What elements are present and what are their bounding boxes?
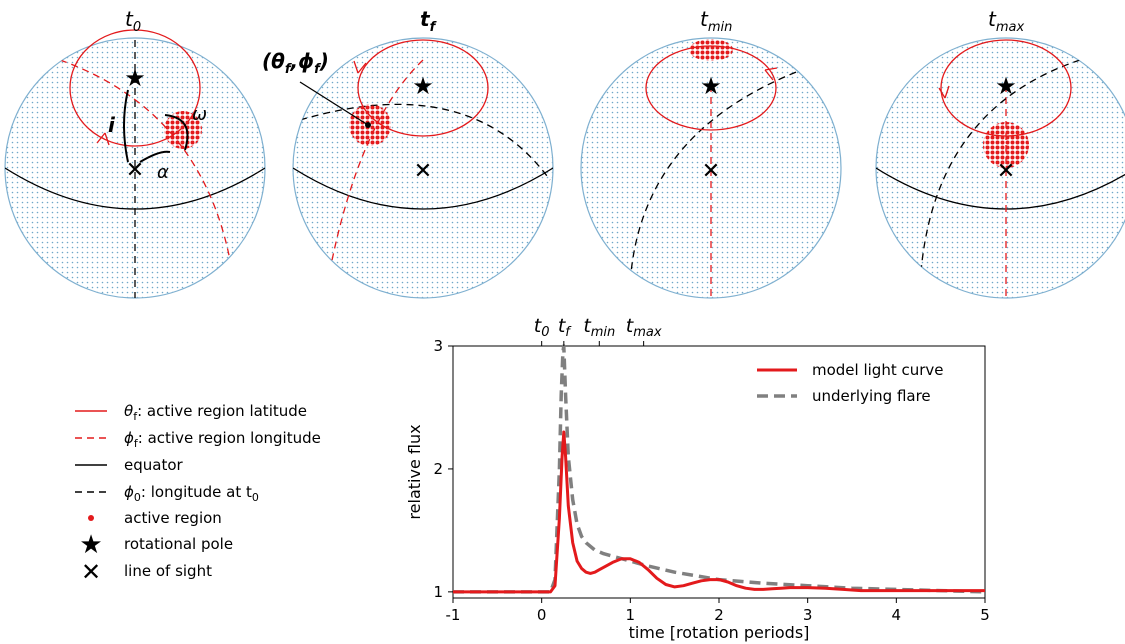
svg-text:✕: ✕: [81, 558, 101, 586]
svg-text:active region: active region: [124, 509, 222, 527]
legend-item-pole: ★ rotational pole: [79, 530, 233, 560]
top-tick-label: tmax: [626, 315, 662, 340]
alpha-label: α: [157, 162, 169, 183]
pole-star: ★: [995, 72, 1017, 100]
top-tick-label: tmin: [583, 315, 615, 340]
y-tick-label: 2: [433, 460, 443, 478]
series-line-0: [453, 430, 985, 594]
x-ticks: -1 0 1 2 3 4 5: [446, 598, 990, 624]
series-line-1: [453, 344, 986, 594]
svg-text:ϕ0: longitude at t0: ϕ0: longitude at t0: [124, 483, 259, 504]
x-tick-label: 1: [626, 606, 636, 624]
x-axis-label: time [rotation periods]: [629, 623, 810, 642]
plot-frame: [452, 345, 986, 599]
line-of-sight-cross: ✕: [702, 159, 720, 184]
sphere-tmax: ★ ✕ tmax: [875, 7, 1125, 299]
x-tick-label: 4: [892, 606, 902, 624]
chart-legend-label-0: model light curve: [812, 361, 944, 379]
legend-item-longitude-t0: ϕ0: longitude at t0: [75, 483, 259, 504]
line-of-sight-cross: ✕: [126, 158, 144, 183]
pole-star: ★: [700, 72, 722, 100]
legend-item-active-region: active region: [88, 509, 222, 527]
chart-legend: model light curve underlying flare: [757, 361, 944, 405]
svg-text:line of sight: line of sight: [124, 562, 212, 580]
legend-item-line-of-sight: ✕ line of sight: [81, 558, 212, 586]
inclination-label: i: [108, 113, 116, 137]
x-tick-label: 3: [803, 606, 813, 624]
legend-item-latitude: θf: active region latitude: [75, 402, 307, 423]
sphere-t0: i ω α ★ ✕ t0: [4, 7, 266, 299]
svg-text:★: ★: [79, 530, 102, 560]
sphere-title-t0: t0: [125, 7, 141, 35]
svg-text:ϕf: active region longitude: ϕf: active region longitude: [124, 429, 321, 450]
sphere-title-tmin: tmin: [700, 7, 732, 35]
top-tick-label: t0: [534, 315, 550, 340]
series-layer: [453, 344, 986, 594]
legend-item-longitude: ϕf: active region longitude: [75, 429, 321, 450]
legend: θf: active region latitude ϕf: active re…: [75, 402, 321, 586]
legend-item-equator: equator: [75, 456, 184, 474]
line-of-sight-cross: ✕: [414, 159, 432, 184]
sphere-tmin: ★ ✕ tmin: [580, 7, 842, 299]
x-tick-label: 0: [537, 606, 547, 624]
x-tick-label: -1: [446, 606, 461, 624]
sphere-tf: ★ ✕ (θf,ϕf) tf: [262, 7, 554, 299]
y-tick-label: 1: [433, 583, 443, 601]
x-tick-label: 2: [714, 606, 724, 624]
line-of-sight-cross: ✕: [997, 159, 1015, 184]
svg-text:rotational pole: rotational pole: [124, 535, 233, 553]
pole-star: ★: [124, 64, 146, 92]
y-ticks: 1 2 3: [433, 337, 453, 601]
x-tick-label: 5: [980, 606, 990, 624]
sphere-title-tf: tf: [420, 7, 438, 35]
top-tick-label: tf: [558, 315, 572, 340]
y-tick-label: 3: [433, 337, 443, 355]
flare-coords-label: (θf,ϕf): [262, 49, 329, 77]
pole-star: ★: [412, 72, 434, 100]
chart-legend-label-1: underlying flare: [812, 387, 931, 405]
width-label: ω: [192, 104, 207, 125]
y-axis-label: relative flux: [405, 424, 424, 519]
svg-text:equator: equator: [124, 456, 184, 474]
svg-text:θf: active region latitude: θf: active region latitude: [124, 402, 307, 423]
sphere-title-tmax: tmax: [988, 7, 1024, 35]
